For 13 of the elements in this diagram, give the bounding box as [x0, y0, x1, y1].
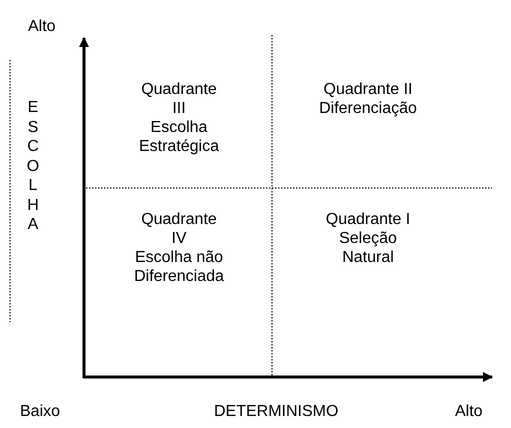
axis-label: Alto	[455, 403, 483, 421]
quadrant-text: Quadrante II	[322, 80, 414, 99]
axis-label: Baixo	[20, 403, 60, 421]
axis-label: Alto	[28, 18, 56, 36]
quadrant-text: Diferenciação	[318, 99, 418, 118]
quadrant-text: Escolha Estratégica	[138, 118, 220, 156]
axis-label: DETERMINISMO	[214, 403, 338, 421]
quadrant-text: Seleção Natural	[338, 229, 398, 267]
quadrant-text: Escolha não Diferenciada	[133, 248, 225, 286]
axis-label: ESCOLHA	[26, 98, 40, 234]
quadrant-text: Quadrante I	[324, 210, 412, 229]
quadrant-text: Quadrante III	[140, 80, 218, 118]
quadrant-text: Quadrante IV	[140, 210, 218, 248]
